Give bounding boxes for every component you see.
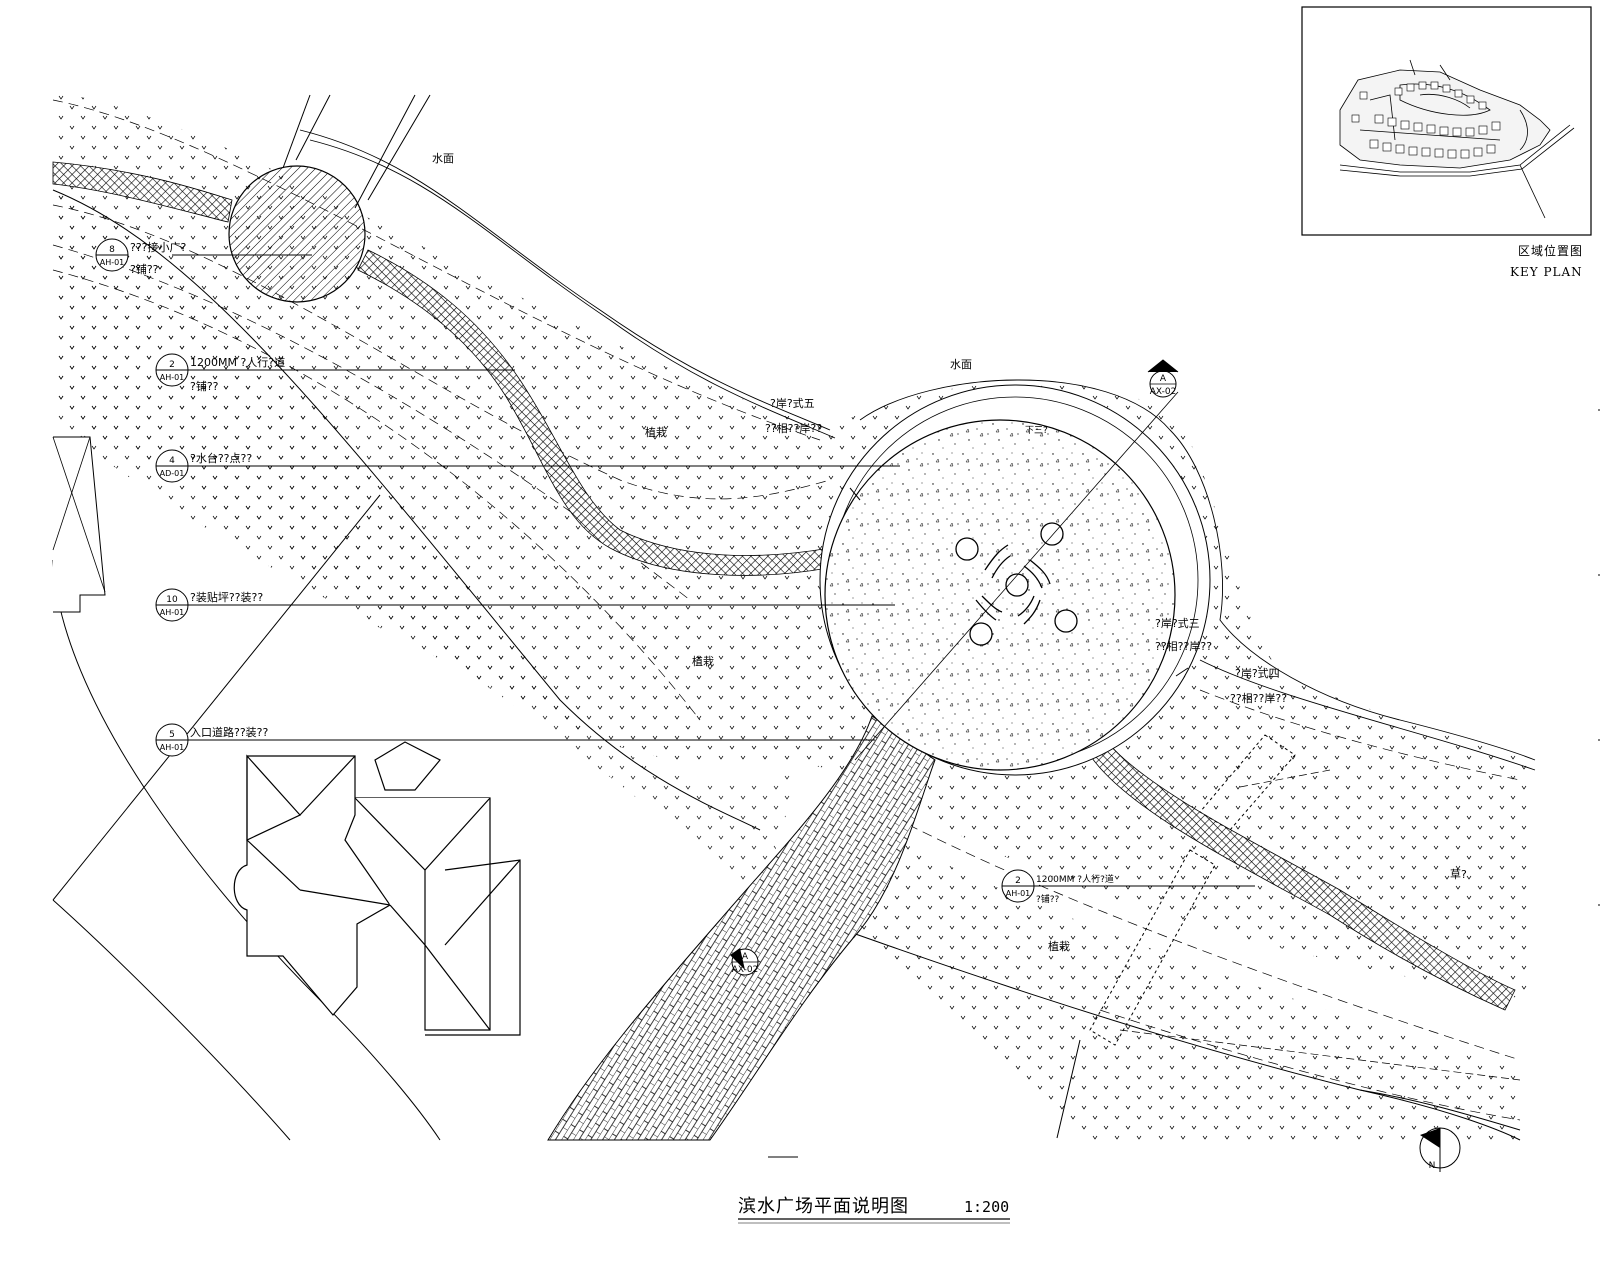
bank-note: ??相??岸?? xyxy=(1155,640,1212,653)
callout-line1: 1200MM ?人行?道 xyxy=(190,355,285,369)
callout-line1: ???接小广? xyxy=(130,241,187,254)
key-plan: 区域位置图 KEY PLAN xyxy=(1301,6,1592,279)
leader-line xyxy=(1056,1039,1081,1139)
dashed-outlines xyxy=(1089,734,1296,1046)
section-mark-lower: A AX-02 xyxy=(730,948,759,976)
callout-line1: ?装贴坪??装?? xyxy=(190,590,263,604)
crosshatch-walkway-right xyxy=(1091,744,1516,1011)
callout-sheet: AH-01 xyxy=(100,258,125,267)
bank-note: ??相??岸?? xyxy=(765,422,822,435)
bank-notes: ?岸?式五 ??相??岸?? ?岸?式三 ??相??岸?? ?岸?式四 ??相?… xyxy=(765,397,1287,705)
callout-num: 5 xyxy=(169,730,175,740)
planting-label: 植栽 xyxy=(645,425,667,439)
callout-sheet: AD-01 xyxy=(160,469,185,478)
north-arrow-icon: N xyxy=(1419,1127,1461,1172)
callout-line1: 1200MM ?人行?道 xyxy=(1036,873,1114,885)
callout-line2: ?铺?? xyxy=(130,263,159,276)
key-plan-lots xyxy=(1351,81,1501,159)
callout-line1: ?水台??点?? xyxy=(190,451,252,465)
plaza-step-label: 下三? xyxy=(1025,426,1048,436)
main-plaza xyxy=(819,384,1211,776)
planting-label: 植栽 xyxy=(692,654,714,668)
shoreline xyxy=(299,129,1536,771)
brick-entrance-road xyxy=(547,715,936,1141)
section-letter: A xyxy=(1160,374,1167,384)
bank-note: ?岸?式三 xyxy=(1155,617,1200,630)
callout-line1: 入口道路??装?? xyxy=(190,725,269,739)
section-mark-upper: A AX-02 xyxy=(1147,359,1179,398)
callout-text: 8 AH-01 ???接小广? ?铺?? 2 AH-01 1200MM ?人行?… xyxy=(100,241,1114,905)
key-plan-map xyxy=(1339,59,1575,219)
drawing-title: 滨水广场平面说明图 1:200 xyxy=(738,1196,1010,1224)
water-label: 水面 xyxy=(950,358,972,371)
section-sheet: AX-02 xyxy=(732,965,759,975)
hatched-path-upper xyxy=(52,161,233,223)
callout-num: 2 xyxy=(169,360,175,370)
north-label: N xyxy=(1429,1161,1436,1171)
title-main: 滨水广场平面说明图 xyxy=(738,1196,909,1217)
callout-num: 10 xyxy=(166,595,178,605)
building-stub xyxy=(53,436,106,613)
section-letter: A xyxy=(742,952,749,962)
callout-bubble xyxy=(95,238,1035,903)
leader-lines xyxy=(172,254,1255,887)
planting-label: 植栽 xyxy=(1048,939,1070,953)
callout-num: 4 xyxy=(169,456,175,466)
callout-num: 8 xyxy=(109,245,115,255)
planting-area xyxy=(53,92,1530,1000)
planting-area-left xyxy=(53,190,800,900)
key-plan-label-en: KEY PLAN xyxy=(1510,265,1583,279)
diagonal-line xyxy=(52,494,381,901)
bank-note: ?岸?式四 xyxy=(1235,667,1280,680)
callout-num: 2 xyxy=(1015,876,1021,886)
area-labels: 水面 水面 植栽 植栽 植栽 草? 下三? xyxy=(432,152,1467,953)
callout-sheet: AH-01 xyxy=(1006,889,1031,898)
section-sheet: AX-02 xyxy=(1150,387,1177,397)
callout-line2: ?铺?? xyxy=(190,380,219,393)
callout-line2: ?铺?? xyxy=(1036,893,1060,905)
water-label: 水面 xyxy=(432,152,454,165)
bank-note: ?岸?式五 xyxy=(770,397,815,410)
callout-sheet: AH-01 xyxy=(160,608,185,617)
small-plaza-circle xyxy=(228,165,366,303)
building-footprint xyxy=(233,741,521,1036)
key-plan-label-cn: 区域位置图 xyxy=(1518,243,1583,258)
fountain-feature xyxy=(955,522,1078,646)
callout-sheet: AH-01 xyxy=(160,743,185,752)
title-scale: 1:200 xyxy=(964,1198,1009,1216)
grass-label: 草? xyxy=(1450,868,1467,881)
callout-sheet: AH-01 xyxy=(160,373,185,382)
bank-note: ??相??岸?? xyxy=(1230,692,1287,705)
planting-area-lower xyxy=(780,820,1520,1140)
